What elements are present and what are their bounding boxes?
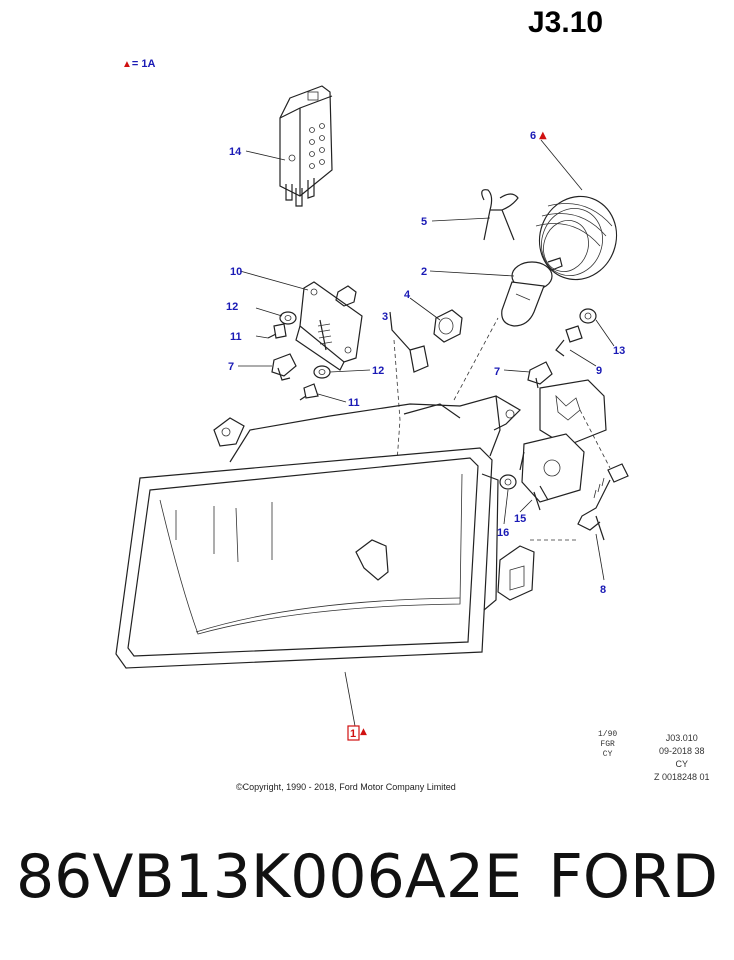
part-13-nut bbox=[579, 308, 597, 324]
triangle-marker-icon: ▲ bbox=[122, 59, 132, 70]
stamp-line: Z 0018248 01 bbox=[654, 772, 710, 782]
part-number: 86VB13K006A2E bbox=[16, 842, 522, 912]
callout-11-lower: 11 bbox=[348, 397, 360, 409]
callout-1: 1 bbox=[350, 728, 356, 740]
legend-text: = 1A bbox=[131, 58, 156, 70]
callout-5: 5 bbox=[421, 216, 427, 228]
callout-7-left: 7 bbox=[228, 361, 234, 373]
stamp-line: CY bbox=[602, 750, 613, 759]
part-11-screw-upper bbox=[267, 323, 287, 339]
part-3-side-bulb bbox=[389, 311, 429, 373]
copyright-notice: ©Copyright, 1990 - 2018, Ford Motor Comp… bbox=[236, 782, 456, 792]
callout-6-marker-icon: ▲ bbox=[539, 130, 547, 141]
drawing-stamp-left: 1/90 FGR CY bbox=[598, 730, 617, 760]
part-12-washer-lower bbox=[313, 365, 331, 379]
callout-12-upper: 12 bbox=[226, 301, 238, 313]
brand-name: FORD bbox=[548, 842, 718, 912]
callout-11-upper: 11 bbox=[230, 331, 242, 343]
drawing-stamp-right: J03.010 09-2018 38 CY Z 0018248 01 bbox=[654, 732, 710, 784]
callout-13: 13 bbox=[613, 345, 625, 357]
page-code: J3.10 bbox=[528, 6, 604, 39]
stamp-line: CY bbox=[675, 759, 689, 769]
part-9-adjuster-screw bbox=[577, 463, 629, 541]
stamp-line: 09-2018 38 bbox=[659, 746, 705, 756]
callout-12-lower: 12 bbox=[372, 365, 384, 377]
callout-3: 3 bbox=[382, 311, 388, 323]
part-1-headlamp-housing bbox=[115, 395, 535, 669]
footer: 86VB13K006A2E FORD bbox=[0, 842, 734, 912]
part-12-washer-upper bbox=[279, 311, 297, 325]
callout-1-box bbox=[347, 725, 360, 741]
callout-2: 2 bbox=[421, 266, 427, 278]
callout-15: 15 bbox=[514, 513, 526, 525]
legend: ▲= 1A bbox=[122, 58, 155, 70]
callout-10: 9 bbox=[596, 365, 602, 377]
callout-6: 6 bbox=[530, 130, 536, 142]
part-16-nut bbox=[499, 474, 517, 490]
callout-14: 14 bbox=[229, 146, 242, 158]
stamp-line: 1/90 bbox=[598, 730, 618, 739]
callout-16: 16 bbox=[497, 527, 509, 539]
part-8-bracket bbox=[295, 281, 363, 371]
part-7-adjuster-right bbox=[527, 361, 553, 389]
part-10-screw bbox=[555, 325, 583, 357]
callout-4: 4 bbox=[404, 289, 411, 301]
callout-1-marker-icon: ▲ bbox=[360, 727, 367, 737]
callout-9: 8 bbox=[600, 584, 606, 596]
part-14-relay-module bbox=[279, 85, 333, 207]
part-4-bulb-holder bbox=[433, 309, 463, 343]
callout-7-right: 7 bbox=[494, 366, 500, 378]
part-15-actuator bbox=[519, 379, 607, 511]
part-5-spring-clip bbox=[481, 189, 519, 241]
part-7-adjuster-left bbox=[271, 353, 297, 381]
stamp-line: J03.010 bbox=[665, 733, 698, 743]
callout-8: 10 bbox=[230, 266, 242, 278]
stamp-line: FGR bbox=[600, 740, 615, 749]
part-11-screw-lower bbox=[299, 383, 319, 401]
